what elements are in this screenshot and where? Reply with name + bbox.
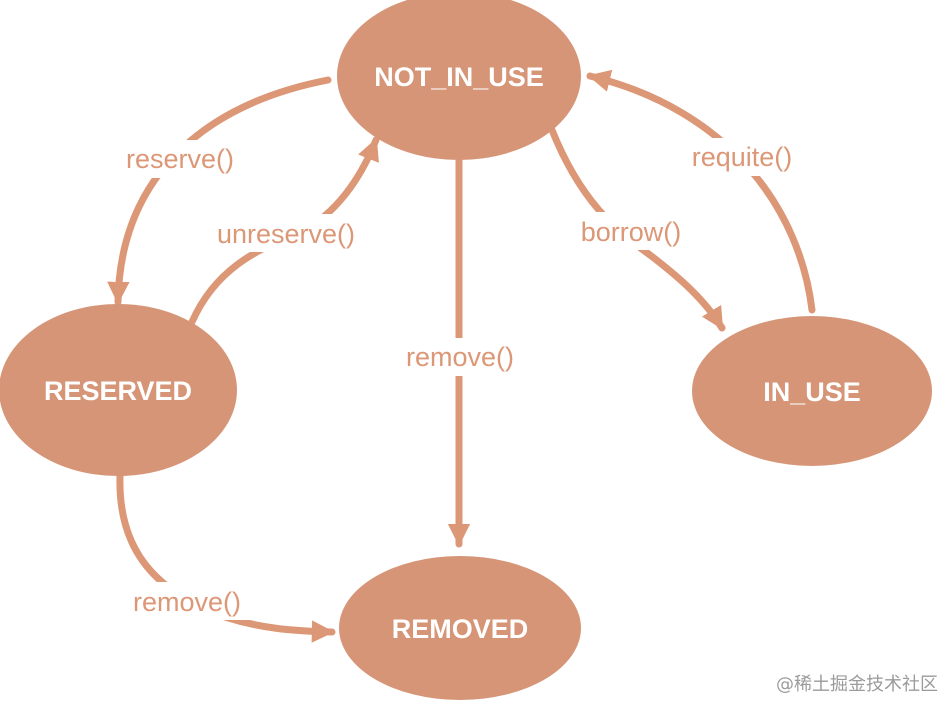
state-removed-shape <box>339 556 581 700</box>
state-removed: REMOVED <box>339 556 581 700</box>
state-not-in-use: NOT_IN_USE <box>337 0 581 160</box>
edge-borrow <box>548 126 726 332</box>
edge-reserve <box>107 76 332 306</box>
state-not-in-use-shape <box>337 0 581 160</box>
state-removed-label: REMOVED <box>392 614 529 644</box>
edge-label-backgrounds <box>108 138 808 620</box>
state-reserved-shape <box>0 304 237 476</box>
watermark-text: @稀土掘金技术社区 <box>776 674 938 695</box>
label-requite: requite() <box>692 142 793 172</box>
state-reserved-label: RESERVED <box>44 376 192 406</box>
state-not-in-use-label: NOT_IN_USE <box>374 62 544 92</box>
label-unreserve: unreserve() <box>217 219 355 249</box>
label-remove-not-in-use: remove() <box>406 342 514 372</box>
label-remove-reserved: remove() <box>133 587 241 617</box>
edge-requite <box>586 69 816 314</box>
state-reserved: RESERVED <box>0 304 237 476</box>
label-reserve: reserve() <box>126 144 234 174</box>
state-in-use-label: IN_USE <box>763 377 861 407</box>
edge-labels: reserve() unreserve() remove() borrow() … <box>126 142 792 617</box>
state-in-use: IN_USE <box>692 316 932 466</box>
state-in-use-shape <box>692 316 932 466</box>
label-borrow: borrow() <box>581 217 682 247</box>
